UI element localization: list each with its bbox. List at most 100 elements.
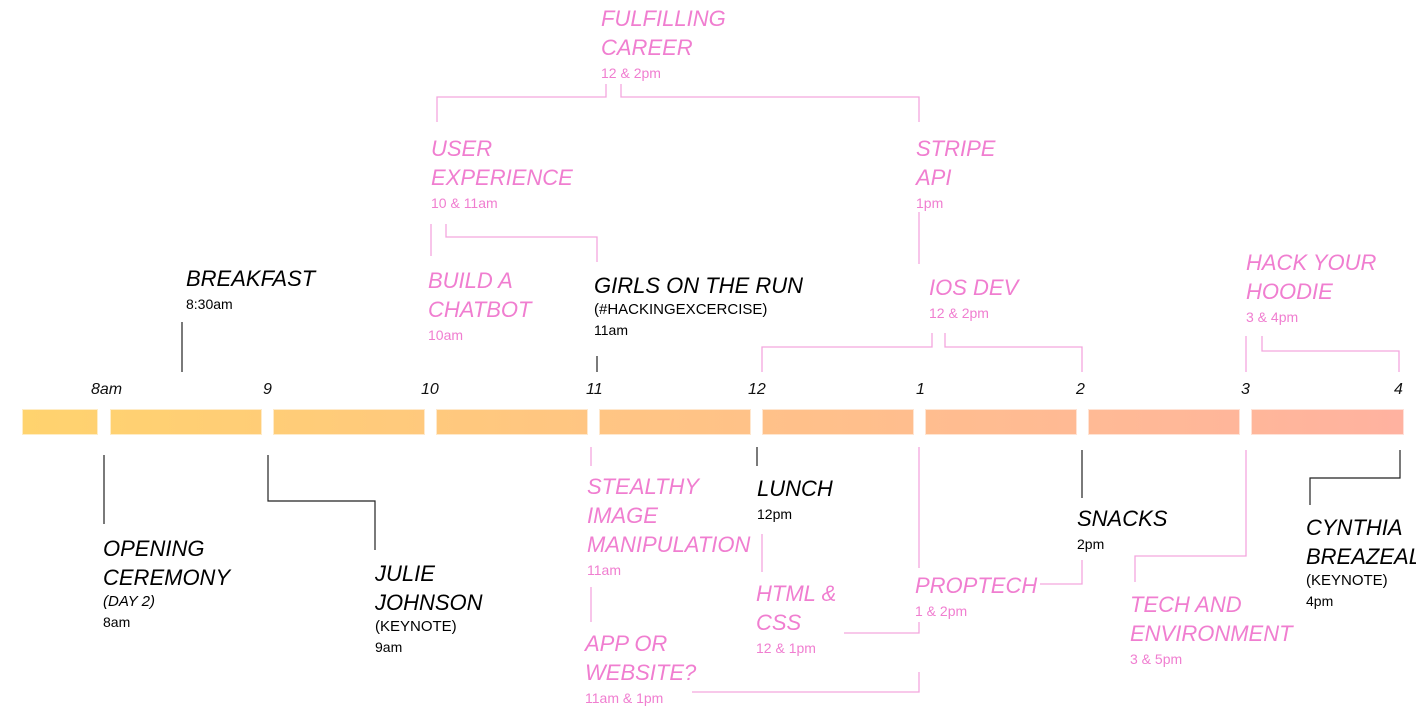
event-time: 12pm <box>757 506 793 522</box>
event-tech-and-environment: TECH AND ENVIRONMENT 3 & 5pm <box>1130 590 1293 669</box>
event-title: TECH AND ENVIRONMENT <box>1130 590 1293 648</box>
event-title: FULFILLING CAREER <box>601 4 726 62</box>
event-time: 10am <box>428 327 464 343</box>
connector-line <box>436 84 607 122</box>
event-title-line: OPENING <box>103 536 205 561</box>
event-title-line: MANIPULATION <box>587 532 751 557</box>
event-time: 3 & 4pm <box>1246 309 1299 325</box>
event-title-line: BREAKFAST <box>186 266 316 291</box>
event-html-css: HTML &CSS 12 & 1pm <box>756 579 836 658</box>
event-title-line: HOODIE <box>1246 279 1333 304</box>
hour-label: 10 <box>421 381 439 398</box>
event-title-line: SNACKS <box>1077 506 1168 531</box>
event-time: 1pm <box>916 195 944 211</box>
timeline-segment <box>762 409 914 435</box>
timeline-segment <box>110 409 262 435</box>
event-time: 12 & 2pm <box>601 65 661 81</box>
hour-label: 1 <box>916 381 925 398</box>
timeline-segment <box>273 409 425 435</box>
hour-label: 4 <box>1394 381 1403 398</box>
event-title: CYNTHIA BREAZEAL <box>1306 513 1416 571</box>
event-subtitle: (#HACKINGEXCERCISE) <box>594 301 768 318</box>
event-time: 10 & 11am <box>431 195 498 211</box>
event-time: 11am <box>594 322 628 338</box>
event-title-line: CAREER <box>601 35 693 60</box>
event-lunch: LUNCH 12pm <box>757 474 833 524</box>
event-title-line: PROPTECH <box>915 573 1038 598</box>
event-time: 2pm <box>1077 536 1105 552</box>
event-title: SNACKS <box>1077 504 1167 533</box>
timeline-segment <box>22 409 98 435</box>
event-title-line: WEBSITE? <box>585 660 697 685</box>
connector-line <box>1309 450 1401 505</box>
timeline-segment <box>1088 409 1240 435</box>
event-time: 8am <box>103 614 131 630</box>
event-title-line: IOS DEV <box>929 275 1019 300</box>
event-title: HTML &CSS <box>756 579 836 637</box>
event-snacks: SNACKS 2pm <box>1077 504 1167 554</box>
event-title-line: STRIPE <box>916 136 996 161</box>
event-title-line: HACK YOUR <box>1246 250 1377 275</box>
event-breakfast: BREAKFAST 8:30am <box>186 264 315 314</box>
event-title-line: ENVIRONMENT <box>1130 621 1293 646</box>
event-girls-on-the-run: GIRLS ON THE RUN (#HACKINGEXCERCISE) 11am <box>594 271 803 340</box>
event-title: IOS DEV <box>929 273 1018 302</box>
event-title-line: CHATBOT <box>428 297 532 322</box>
hour-label: 2 <box>1076 381 1085 398</box>
connector-line <box>267 455 376 550</box>
event-title-line: LUNCH <box>757 476 833 501</box>
event-title-line: FULFILLING <box>601 6 726 31</box>
event-time: 12 & 1pm <box>756 640 816 656</box>
event-time: 11am & 1pm <box>585 690 664 706</box>
event-title-line: JOHNSON <box>375 590 483 615</box>
event-title-line: BREAZEAL <box>1306 544 1416 569</box>
timeline-segment <box>436 409 588 435</box>
event-subtitle: (KEYNOTE) <box>375 618 457 635</box>
timeline-segment <box>925 409 1077 435</box>
connector-line <box>692 672 920 693</box>
event-fulfilling-career: FULFILLING CAREER 12 & 2pm <box>601 4 726 83</box>
event-title-line: IMAGE <box>587 503 658 528</box>
event-title-line: GIRLS ON THE RUN <box>594 273 804 298</box>
hour-label: 11 <box>586 381 603 398</box>
timeline-segment <box>1251 409 1404 435</box>
event-time: 8:30am <box>186 296 233 312</box>
event-title-line: APP OR <box>585 631 668 656</box>
hour-label: 9 <box>263 381 272 398</box>
connector-line <box>944 333 1083 372</box>
event-title-line: CSS <box>756 610 802 635</box>
event-time: 9am <box>375 639 403 655</box>
event-title: PROPTECH <box>915 571 1037 600</box>
connector-line <box>761 333 933 372</box>
hour-label: 3 <box>1241 381 1250 398</box>
event-hack-your-hoodie: HACK YOUR HOODIE 3 & 4pm <box>1246 248 1376 327</box>
hour-label: 12 <box>748 381 766 398</box>
connector-line <box>445 224 598 262</box>
connector-line <box>1040 560 1083 585</box>
event-title: OPENING CEREMONY <box>103 534 230 592</box>
event-time: 11am <box>587 562 621 578</box>
connector-line <box>844 622 920 634</box>
event-time: 3 & 5pm <box>1130 651 1183 667</box>
timeline-segment <box>599 409 751 435</box>
event-title: APP OR WEBSITE? <box>585 629 696 687</box>
event-title-line: TECH AND <box>1130 592 1242 617</box>
event-title: GIRLS ON THE RUN <box>594 271 803 300</box>
event-title-line: CYNTHIA <box>1306 515 1403 540</box>
event-title-line: CEREMONY <box>103 565 231 590</box>
event-opening-ceremony: OPENING CEREMONY (DAY 2) 8am <box>103 534 230 632</box>
event-subtitle: (DAY 2) <box>103 593 155 610</box>
